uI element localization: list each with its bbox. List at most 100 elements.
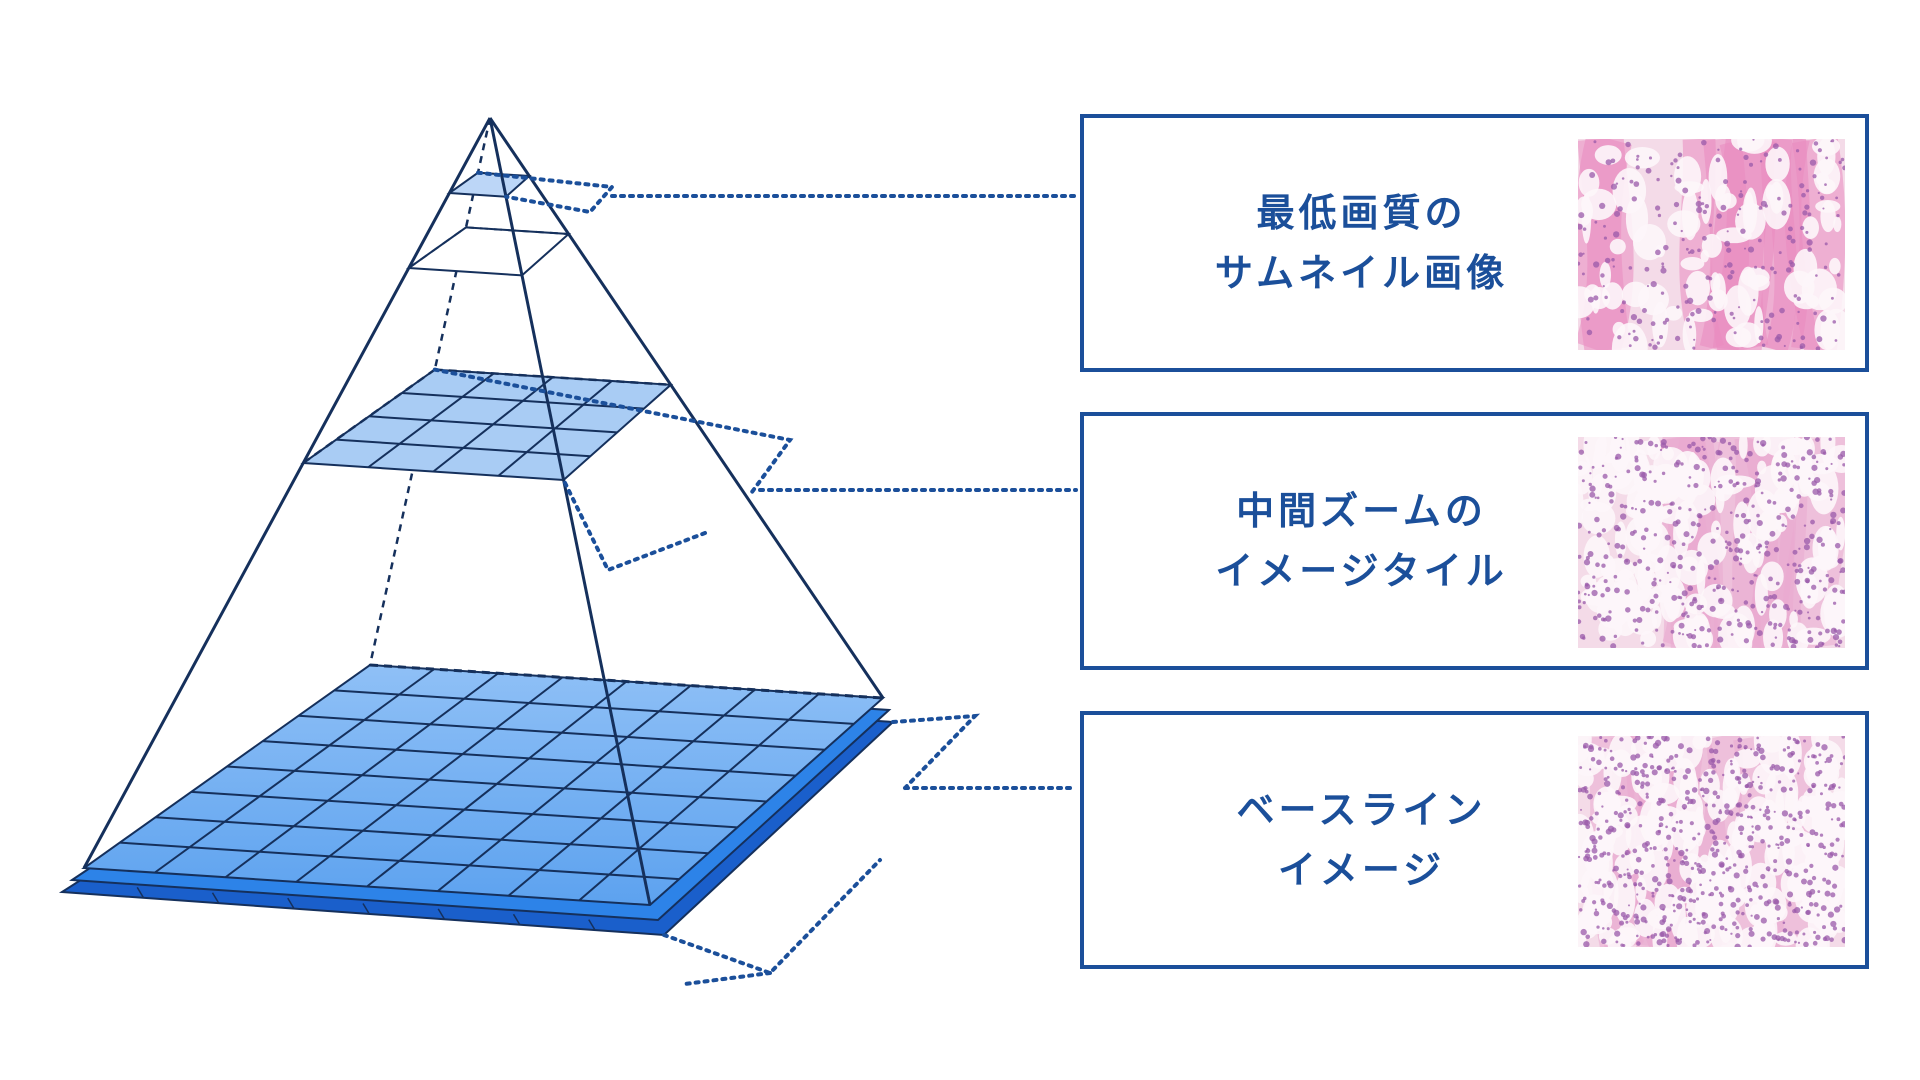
nucleus	[1664, 445, 1669, 449]
lumen	[1609, 238, 1626, 255]
nucleus	[1773, 626, 1777, 630]
nucleus	[1760, 781, 1763, 785]
nucleus	[1765, 866, 1771, 872]
nucleus	[1633, 868, 1640, 875]
nucleus	[1778, 471, 1783, 476]
nucleus	[1614, 542, 1621, 549]
nucleus	[1728, 547, 1732, 550]
nucleus	[1688, 508, 1692, 512]
nucleus	[1724, 240, 1731, 247]
nucleus	[1617, 206, 1623, 212]
nucleus	[1765, 815, 1771, 821]
nucleus	[1830, 818, 1834, 821]
nucleus	[1626, 469, 1631, 474]
nucleus	[1688, 898, 1693, 903]
lumen	[1807, 739, 1843, 778]
nucleus	[1766, 604, 1770, 608]
nucleus	[1699, 626, 1705, 632]
nucleus	[1584, 440, 1588, 444]
nucleus	[1792, 817, 1797, 822]
nucleus	[1595, 562, 1600, 568]
nucleus	[1630, 314, 1638, 321]
nucleus	[1688, 920, 1692, 924]
lumen	[1613, 873, 1636, 924]
nucleus	[1716, 213, 1722, 219]
nucleus	[1604, 766, 1608, 770]
nucleus	[1829, 754, 1834, 758]
lumen	[1741, 532, 1761, 574]
nucleus	[1639, 471, 1646, 478]
nucleus	[1825, 879, 1832, 885]
nucleus	[1804, 204, 1810, 210]
nucleus	[1583, 592, 1587, 596]
nucleus	[1828, 577, 1835, 584]
nucleus	[1621, 854, 1625, 858]
nucleus	[1828, 784, 1836, 791]
nucleus	[1815, 346, 1821, 350]
nucleus	[1728, 479, 1734, 484]
nucleus	[1804, 577, 1810, 584]
nucleus	[1781, 810, 1789, 817]
nucleus	[1632, 848, 1638, 854]
nucleus	[1691, 787, 1698, 793]
nucleus	[1825, 806, 1830, 811]
nucleus	[1707, 437, 1712, 440]
nucleus	[1750, 748, 1753, 751]
nucleus	[1795, 740, 1800, 745]
nucleus	[1708, 223, 1712, 227]
nucleus	[1689, 601, 1695, 607]
nucleus	[1669, 923, 1673, 927]
nucleus	[1689, 821, 1694, 826]
lumen	[1763, 619, 1784, 648]
nucleus	[1682, 187, 1689, 194]
nucleus	[1739, 557, 1743, 560]
lumen	[1618, 922, 1638, 947]
nucleus	[1779, 841, 1785, 847]
lumen	[1614, 853, 1639, 877]
nucleus	[1625, 559, 1629, 563]
nucleus	[1748, 162, 1754, 167]
nucleus	[1752, 881, 1758, 887]
nucleus	[1686, 614, 1690, 619]
nucleus	[1620, 544, 1626, 550]
nucleus	[1718, 810, 1723, 815]
nucleus	[1774, 336, 1781, 343]
nucleus	[1773, 547, 1779, 553]
nucleus	[1825, 801, 1832, 808]
nucleus	[1792, 549, 1798, 555]
nucleus	[1835, 196, 1839, 200]
nucleus	[1839, 904, 1843, 908]
nucleus	[1800, 456, 1806, 461]
nucleus	[1633, 335, 1639, 342]
nucleus	[1697, 832, 1701, 836]
nucleus	[1596, 496, 1600, 500]
nucleus	[1830, 140, 1833, 143]
nucleus	[1701, 794, 1705, 798]
nucleus	[1836, 817, 1841, 822]
slab-grid-tick	[588, 919, 596, 931]
nucleus	[1614, 475, 1617, 478]
nucleus	[1662, 320, 1667, 325]
lumen	[1688, 308, 1713, 323]
nucleus	[1578, 599, 1581, 604]
nucleus	[1790, 514, 1796, 519]
nucleus	[1761, 343, 1766, 347]
nucleus	[1753, 913, 1760, 920]
nucleus	[1717, 626, 1722, 631]
nucleus	[1613, 909, 1620, 916]
nucleus	[1673, 909, 1676, 913]
nucleus	[1634, 628, 1639, 632]
nucleus	[1679, 829, 1683, 833]
nucleus	[1629, 811, 1632, 815]
nucleus	[1726, 230, 1729, 233]
nucleus	[1685, 886, 1692, 893]
nucleus	[1597, 791, 1602, 796]
nucleus	[1605, 159, 1612, 166]
nucleus	[1797, 310, 1800, 314]
nucleus	[1602, 883, 1607, 888]
nucleus	[1593, 910, 1600, 917]
nucleus	[1654, 887, 1659, 892]
nucleus	[1691, 642, 1697, 648]
nucleus	[1777, 846, 1780, 850]
nucleus	[1773, 810, 1776, 813]
